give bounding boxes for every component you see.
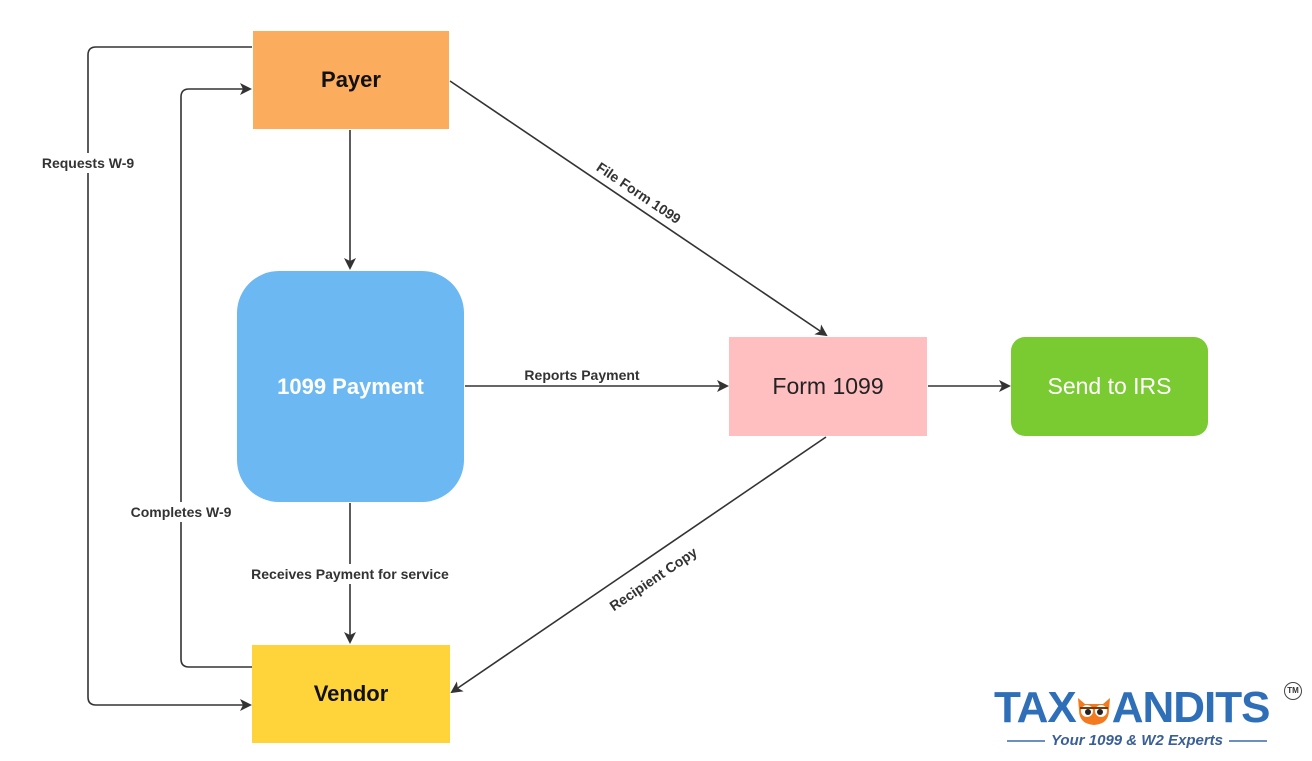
edge-requests-w9 [87, 46, 252, 711]
form-1099-node: Form 1099 [729, 337, 927, 436]
edge-label-requests-w9: Requests W-9 [42, 155, 135, 171]
trademark-icon: TM [1284, 682, 1302, 700]
taxbandits-logo: TAX ANDITS TM Your 1099 & W2 Experts [990, 682, 1306, 752]
edge-label-receives-payment: Receives Payment for service [251, 566, 449, 582]
edge-label-file-form: File Form 1099 [594, 159, 684, 227]
payer-label: Payer [321, 67, 381, 92]
logo-text-left: TAX [994, 683, 1077, 732]
logo-wordmark: TAX ANDITS [994, 683, 1271, 732]
edge-label-completes-w9: Completes W-9 [131, 504, 232, 520]
tagline-right-rule [1229, 739, 1267, 742]
owl-mascot-icon [1076, 690, 1112, 725]
logo-text-right: ANDITS [1111, 683, 1271, 732]
edge-completes-w9 [180, 83, 252, 668]
edge-recipient-copy [450, 436, 827, 694]
form-1099-label: Form 1099 [772, 373, 884, 399]
payer-node: Payer [253, 31, 449, 129]
vendor-node: Vendor [252, 645, 450, 743]
logo-tagline: Your 1099 & W2 Experts [994, 732, 1280, 749]
tagline-text: Your 1099 & W2 Experts [1050, 732, 1223, 749]
vendor-label: Vendor [313, 681, 389, 706]
edge-file-form [449, 80, 828, 337]
edge-label-reports-payment: Reports Payment [524, 367, 639, 383]
send-to-irs-label: Send to IRS [1047, 373, 1172, 399]
payment-node: 1099 Payment [237, 271, 464, 502]
send-to-irs-node: Send to IRS [1011, 337, 1208, 436]
payment-label: 1099 Payment [277, 373, 424, 399]
tagline-left-rule [1006, 739, 1045, 742]
